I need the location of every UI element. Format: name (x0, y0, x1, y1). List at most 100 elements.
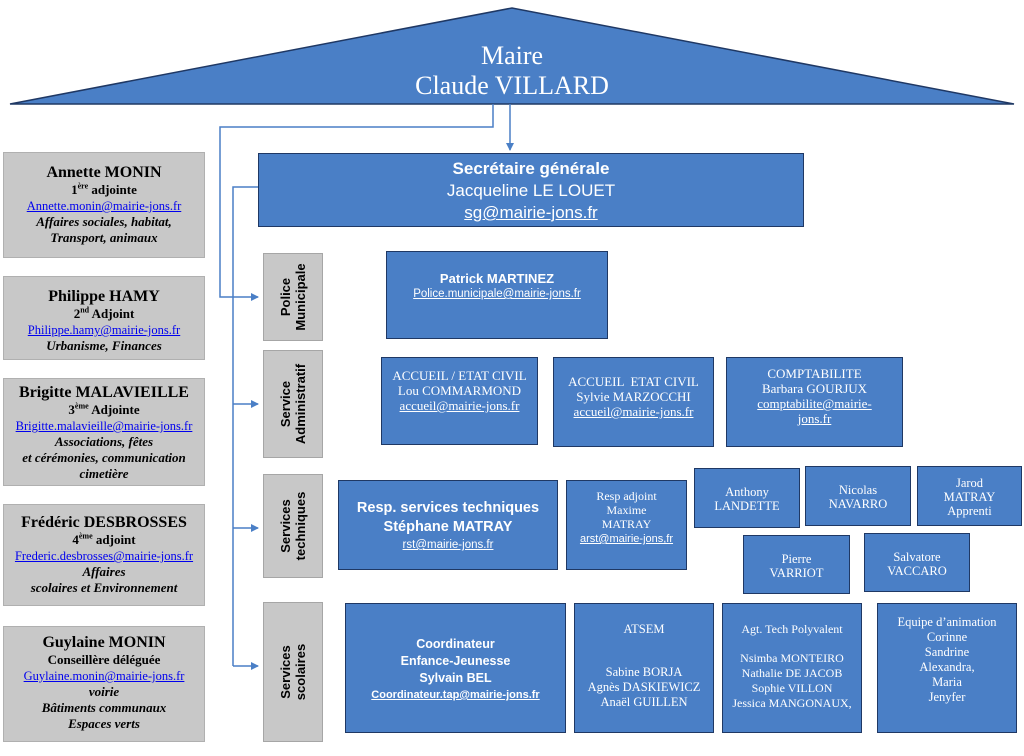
police-email-link[interactable]: Police.municipale@mairie-jons.fr (413, 288, 581, 300)
admin-box-name: Sylvie MARZOCCHI (576, 389, 691, 404)
scol-agt-title: Agt. Tech Polyvalent (741, 622, 843, 636)
adjoint-name: Annette MONIN (46, 164, 162, 181)
adjoint-email-link[interactable]: Guylaine.monin@mairie-jons.fr (23, 669, 185, 683)
scol-agt-name: Jessica MANGONAUX, (732, 696, 852, 710)
maire-roof (9, 7, 1015, 105)
scol-agt-name: Nsimba MONTEIRO (740, 651, 844, 665)
scol-agt-name: Nathalie DE JACOB (741, 666, 843, 680)
secretaire-name: Jacqueline LE LOUET (446, 181, 616, 200)
tech-agent-line: Nicolas (838, 483, 878, 497)
scol-agt-box: Agt. Tech Polyvalent Nsimba MONTEIRO Nat… (722, 603, 862, 733)
tech-adjoint-email-link[interactable]: arst@mairie-jons,fr (579, 533, 674, 545)
adjoint-desc: Affaires (82, 564, 126, 579)
scol-atsem-name: Anaël GUILLEN (600, 695, 688, 709)
service-label-line: Police (278, 277, 293, 317)
adjoint-desc: scolaires et Environnement (30, 580, 178, 595)
admin-box-accueil-2: ACCUEIL ETAT CIVIL Sylvie MARZOCCHI accu… (553, 357, 714, 447)
secretaire-title: Secrétaire générale (452, 159, 610, 178)
admin-box-email-link[interactable]: comptabilite@mairie- (757, 396, 872, 411)
service-label-line: Administratif (293, 363, 308, 445)
service-label-line: Services (278, 645, 293, 699)
tech-agent-line: VACCARO (887, 564, 947, 578)
tech-agent-line: Pierre (781, 552, 812, 566)
tech-adjoint-line: MATRAY (601, 517, 652, 531)
scol-atsem-title: ATSEM (623, 622, 665, 636)
secretaire-box: Secrétaire générale Jacqueline LE LOUET … (258, 153, 804, 227)
tech-resp-name: Stéphane MATRAY (383, 519, 513, 535)
tech-agent-line: VARRIOT (769, 566, 824, 580)
adjoint-card-1: Annette MONIN 1ère adjointe Annette.moni… (3, 152, 205, 258)
adjoint-desc: et cérémonies, communication (22, 450, 186, 465)
adjoint-email-link[interactable]: Frederic.desbrosses@mairie-jons.fr (14, 549, 194, 563)
adjoint-desc: Urbanisme, Finances (46, 338, 162, 353)
admin-box-title: COMPTABILITE (767, 366, 862, 381)
police-box: Patrick MARTINEZ Police.municipale@mairi… (386, 251, 608, 339)
tech-agent-line: Apprenti (947, 504, 992, 518)
admin-box-email-link[interactable]: accueil@mairie-jons.fr (399, 398, 520, 413)
tech-resp-title: Resp. services techniques (356, 500, 540, 516)
scol-anim-name: Corinne (926, 630, 968, 644)
scol-atsem-name: Agnès DASKIEWICZ (587, 680, 701, 694)
adjoint-desc: Affaires sociales, habitat, (36, 214, 172, 229)
maire-name: Claude VILLARD (415, 71, 609, 100)
scol-coord-box: Coordinateur Enfance-Jeunesse Sylvain BE… (345, 603, 566, 733)
maire-title: Maire (480, 41, 544, 70)
adjoint-email-link[interactable]: Brigitte.malavieille@mairie-jons.fr (15, 419, 193, 433)
tech-adjoint-box: Resp adjoint Maxime MATRAY arst@mairie-j… (566, 480, 687, 570)
adjoint-rank: Conseillère déléguée (47, 652, 161, 667)
tech-agent-line: NAVARRO (828, 497, 888, 511)
adjoint-desc: Associations, fêtes (54, 434, 154, 449)
adjoint-email-link[interactable]: Philippe.hamy@mairie-jons.fr (27, 323, 181, 337)
scol-anim-box: Equipe d’animation Corinne Sandrine Alex… (877, 603, 1017, 733)
admin-box-name: Barbara GOURJUX (761, 381, 868, 396)
admin-box-email-link[interactable]: jons.fr (797, 411, 832, 426)
adjoint-desc: Transport, animaux (50, 230, 158, 245)
admin-box-comptabilite: COMPTABILITE Barbara GOURJUX comptabilit… (726, 357, 903, 447)
tech-agent-line: Jarod (955, 476, 984, 490)
tech-agent-box: Anthony LANDETTE (694, 468, 800, 528)
scol-atsem-box: ATSEM Sabine BORJA Agnès DASKIEWICZ Anaë… (574, 603, 714, 733)
scol-anim-name: Alexandra, (919, 660, 975, 674)
adjoint-card-4: Frédéric DESBROSSES 4ème adjoint Frederi… (3, 504, 205, 606)
scol-coord-line: Sylvain BEL (419, 671, 492, 685)
service-label-line: Service (278, 380, 293, 428)
admin-box-name: Lou COMMARMOND (397, 383, 522, 398)
adjoint-card-5: Guylaine MONIN Conseillère déléguée Guyl… (3, 626, 205, 742)
admin-box-title: ACCUEIL / ETAT CIVIL (392, 368, 527, 383)
connector-secretaire-trunk (232, 186, 258, 666)
adjoint-desc: Espaces verts (68, 716, 140, 731)
tech-agent-line: MATRAY (943, 490, 996, 504)
tech-resp-email-link[interactable]: rst@mairie-jons.fr (402, 539, 494, 551)
adjoint-name: Brigitte MALAVIEILLE (19, 384, 189, 401)
scol-coord-email-link[interactable]: Coordinateur.tap@mairie-jons.fr (371, 689, 540, 701)
secretaire-email-link[interactable]: sg@mairie-jons.fr (464, 203, 598, 222)
adjoint-card-3: Brigitte MALAVIEILLE 3ème Adjointe Brigi… (3, 378, 205, 486)
adjoint-desc: Bâtiments communaux (41, 700, 167, 715)
tech-agent-box: Nicolas NAVARRO (805, 466, 911, 526)
adjoint-desc: voirie (88, 684, 120, 699)
tech-agent-box: Salvatore VACCARO (864, 533, 970, 592)
tech-agent-line: Anthony (725, 485, 769, 499)
service-label-line: Services (278, 499, 293, 553)
adjoint-rank: 1ère adjointe (71, 181, 137, 197)
admin-box-email-link[interactable]: accueil@mairie-jons.fr (573, 404, 694, 419)
admin-box-accueil-1: ACCUEIL / ETAT CIVIL Lou COMMARMOND accu… (381, 357, 538, 445)
admin-box-title: ACCUEIL ETAT CIVIL (568, 374, 699, 389)
adjoint-card-2: Philippe HAMY 2nd Adjoint Philippe.hamy@… (3, 276, 205, 360)
adjoint-email-link[interactable]: Annette.monin@mairie-jons.fr (26, 199, 182, 213)
tech-adjoint-line: Maxime (606, 503, 647, 517)
adjoint-rank: 4ème adjoint (72, 531, 136, 547)
adjoint-name: Guylaine MONIN (42, 634, 166, 651)
tech-agent-box: Pierre VARRIOT (743, 535, 850, 594)
scol-atsem-name: Sabine BORJA (605, 665, 683, 679)
scol-anim-name: Maria (932, 675, 962, 689)
tech-resp-box: Resp. services techniques Stéphane MATRA… (338, 480, 558, 570)
scol-anim-name: Sandrine (924, 645, 970, 659)
adjoint-rank: 3ème Adjointe (68, 401, 140, 417)
adjoint-name: Philippe HAMY (48, 288, 160, 305)
